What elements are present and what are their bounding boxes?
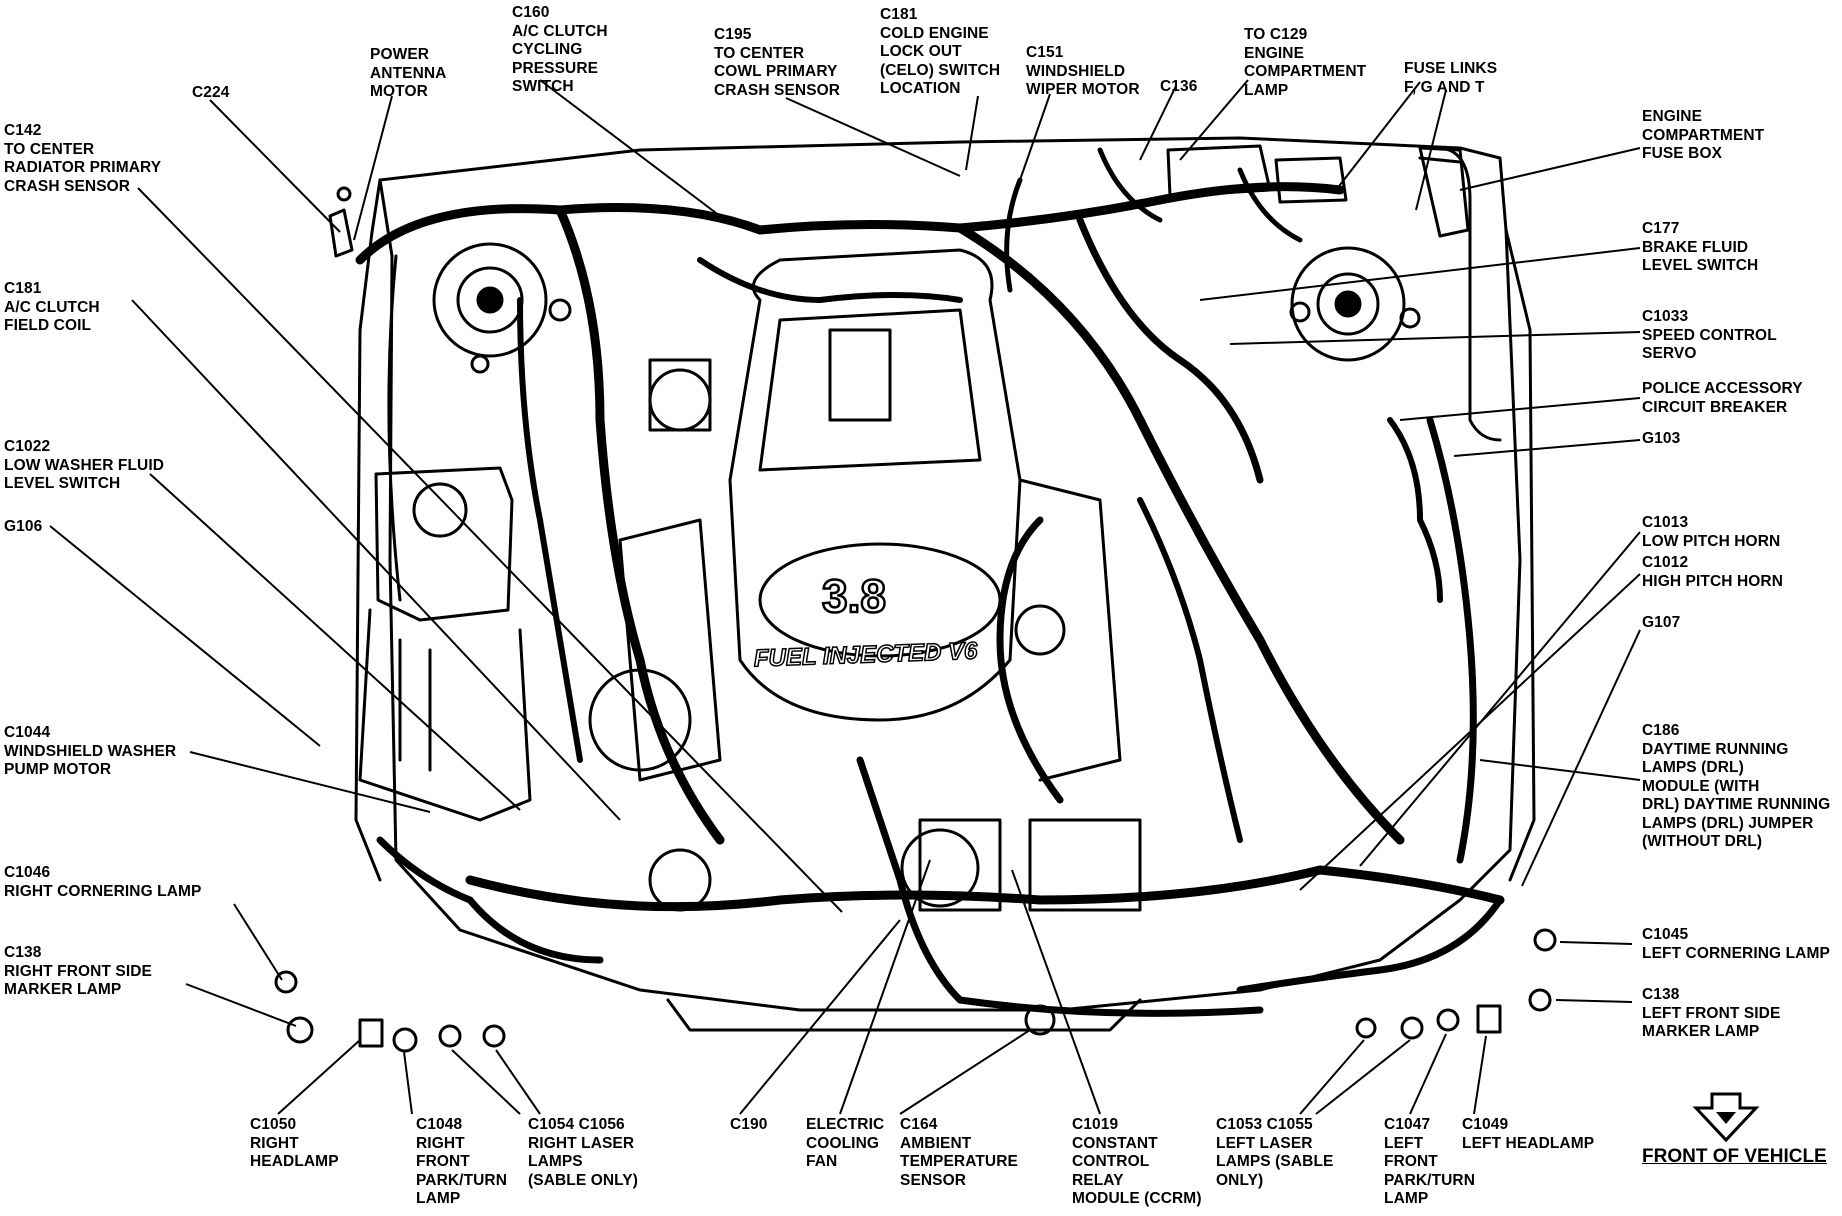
label-c164: C164 AMBIENT TEMPERATURE SENSOR (900, 1116, 1018, 1189)
engine-badge: 3.8 (822, 570, 886, 622)
label-c181-celo: C181 COLD ENGINE LOCK OUT (CELO) SWITCH … (880, 6, 1001, 97)
front-arrow-icon (1692, 1092, 1760, 1143)
wiring-harness (355, 147, 1505, 1017)
label-c138-right: C138 RIGHT FRONT SIDE MARKER LAMP (4, 944, 152, 998)
label-engine-fuse-box: ENGINE COMPARTMENT FUSE BOX (1642, 108, 1765, 162)
label-c129: TO C129 ENGINE COMPARTMENT LAMP (1244, 26, 1367, 99)
compartment-outline (354, 136, 1536, 1032)
label-c186: C186 DAYTIME RUNNING LAMPS (DRL) MODULE … (1642, 722, 1831, 850)
label-c1019: C1019 CONSTANT CONTROL RELAY MODULE (CCR… (1072, 1116, 1202, 1207)
label-c1053: C1053 C1055 LEFT LASER LAMPS (SABLE ONLY… (1216, 1116, 1334, 1189)
label-c1049: C1049 LEFT HEADLAMP (1462, 1116, 1595, 1152)
label-c1046: C1046 RIGHT CORNERING LAMP (4, 864, 202, 900)
label-c1033: C1033 SPEED CONTROL SERVO (1642, 308, 1777, 362)
label-c1022: C1022 LOW WASHER FLUID LEVEL SWITCH (4, 438, 165, 492)
label-c1047: C1047 LEFT FRONT PARK/TURN LAMP (1384, 1116, 1476, 1207)
label-c1050: C1050 RIGHT HEADLAMP (250, 1116, 339, 1170)
lamp-connectors (274, 186, 1557, 1053)
right-strut-tower (432, 242, 572, 374)
washer-reservoir (358, 466, 532, 822)
front-of-vehicle-label: FRONT OF VEHICLE (1642, 1146, 1827, 1167)
label-c181-field: C181 A/C CLUTCH FIELD COIL (4, 280, 100, 334)
label-g103: G103 (1642, 430, 1681, 447)
label-c190: C190 (730, 1116, 768, 1133)
label-c1013: C1013 LOW PITCH HORN (1642, 514, 1781, 550)
label-c195: C195 TO CENTER COWL PRIMARY CRASH SENSOR (714, 26, 841, 99)
label-c138-left: C138 LEFT FRONT SIDE MARKER LAMP (1642, 986, 1781, 1040)
label-c224: C224 (192, 84, 230, 101)
label-c1048: C1048 RIGHT FRONT PARK/TURN LAMP (416, 1116, 508, 1207)
label-fuse-links: FUSE LINKS F, G AND T (1404, 60, 1498, 96)
label-g107: G107 (1642, 614, 1681, 631)
label-cooling-fan: ELECTRIC COOLING FAN (806, 1116, 885, 1170)
label-c142: C142 TO CENTER RADIATOR PRIMARY CRASH SE… (4, 122, 162, 195)
label-c1044: C1044 WINDSHIELD WASHER PUMP MOTOR (4, 724, 177, 778)
label-c1012: C1012 HIGH PITCH HORN (1642, 554, 1783, 590)
label-c1054: C1054 C1056 RIGHT LASER LAMPS (SABLE ONL… (528, 1116, 638, 1189)
label-c151: C151 WINDSHIELD WIPER MOTOR (1026, 44, 1140, 98)
label-c1045: C1045 LEFT CORNERING LAMP (1642, 926, 1830, 962)
left-strut-tower (1289, 246, 1421, 362)
label-c160: C160 A/C CLUTCH CYCLING PRESSURE SWITCH (512, 4, 608, 95)
label-c177: C177 BRAKE FLUID LEVEL SWITCH (1642, 220, 1759, 274)
label-g106: G106 (4, 518, 43, 535)
engine-badge-group: 3.8 FUEL INJECTED V6 (753, 569, 980, 673)
label-power-antenna-motor: POWER ANTENNA MOTOR (370, 46, 447, 100)
label-police-breaker: POLICE ACCESSORY CIRCUIT BREAKER (1642, 380, 1803, 416)
leader-lines (49, 79, 1641, 1115)
engine-text: FUEL INJECTED V6 (753, 638, 978, 673)
label-c136: C136 (1160, 78, 1198, 95)
